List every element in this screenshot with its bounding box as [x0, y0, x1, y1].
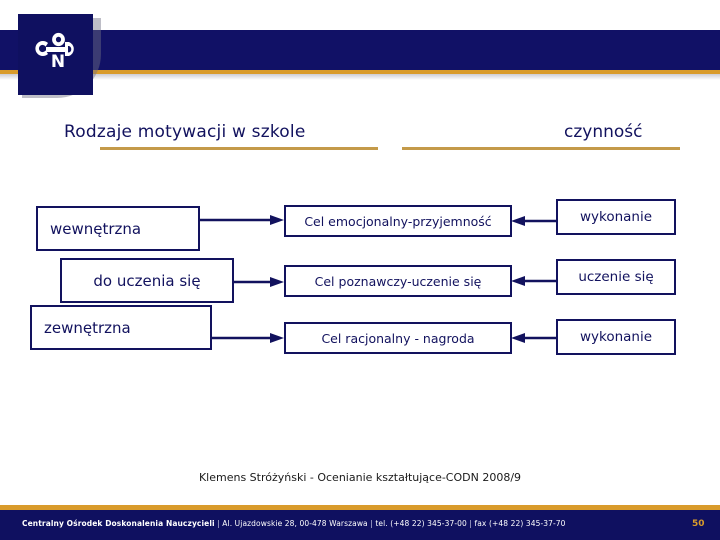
goal-label-cognitive: Cel poznawczy-uczenie się	[314, 273, 482, 289]
activity-box-1[interactable]: wykonanie	[556, 199, 676, 235]
arrow-left-to-goal-1	[200, 215, 284, 225]
footer-band	[0, 510, 720, 540]
goal-label-emotional: Cel emocjonalny-przyjemność	[304, 213, 492, 229]
goal-label-rational: Cel racjonalny - nagroda	[321, 330, 475, 346]
arrow-left-to-goal-3	[212, 333, 284, 343]
footer-sep-2: |	[370, 519, 373, 528]
footer-phone: tel. (+48 22) 345-37-00	[375, 519, 467, 528]
heading-left: Rodzaje motywacji w szkole	[64, 122, 306, 142]
motivation-box-learning[interactable]: do uczenia się	[60, 258, 234, 303]
motivation-label-internal: wewnętrzna	[50, 219, 142, 238]
svg-text:N: N	[51, 52, 65, 72]
footer-fax: fax (+48 22) 345-37-70	[474, 519, 566, 528]
activity-box-2[interactable]: uczenie się	[556, 259, 676, 295]
header-band	[0, 30, 720, 70]
motivation-label-learning: do uczenia się	[93, 271, 201, 290]
arrow-left-to-goal-2	[234, 277, 284, 287]
goal-box-cognitive[interactable]: Cel poznawczy-uczenie się	[284, 265, 512, 297]
motivation-box-internal[interactable]: wewnętrzna	[36, 206, 200, 251]
goal-box-rational[interactable]: Cel racjonalny - nagroda	[284, 322, 512, 354]
activity-label-2: uczenie się	[578, 269, 654, 285]
footer-sep-1: |	[217, 519, 220, 528]
activity-box-3[interactable]: wykonanie	[556, 319, 676, 355]
goal-box-emotional[interactable]: Cel emocjonalny-przyjemność	[284, 205, 512, 237]
footer-gold-stripe	[0, 505, 720, 510]
footer-organization: Centralny Ośrodek Doskonalenia Nauczycie…	[22, 519, 215, 528]
arrow-activity-to-goal-2	[511, 276, 557, 286]
arrow-activity-to-goal-3	[511, 333, 557, 343]
footer-sep-3: |	[469, 519, 472, 528]
page-number: 50	[692, 519, 705, 529]
motivation-label-external: zewnętrzna	[44, 318, 131, 337]
footer-contact: Centralny Ośrodek Doskonalenia Nauczycie…	[22, 519, 566, 528]
codn-logo-icon: N	[18, 14, 93, 95]
motivation-box-external[interactable]: zewnętrzna	[30, 305, 212, 350]
heading-right-rule	[402, 147, 680, 150]
header-gold-stripe	[0, 70, 720, 74]
footer-address: Al. Ujazdowskie 28, 00-478 Warszawa	[222, 519, 368, 528]
activity-label-1: wykonanie	[579, 209, 653, 225]
heading-left-rule	[100, 147, 378, 150]
arrow-activity-to-goal-1	[511, 216, 557, 226]
header-shadow	[0, 74, 720, 80]
credit-line: Klemens Stróżyński - Ocenianie kształtuj…	[198, 471, 522, 484]
activity-label-3: wykonanie	[579, 329, 653, 345]
heading-right: czynność	[564, 122, 643, 142]
